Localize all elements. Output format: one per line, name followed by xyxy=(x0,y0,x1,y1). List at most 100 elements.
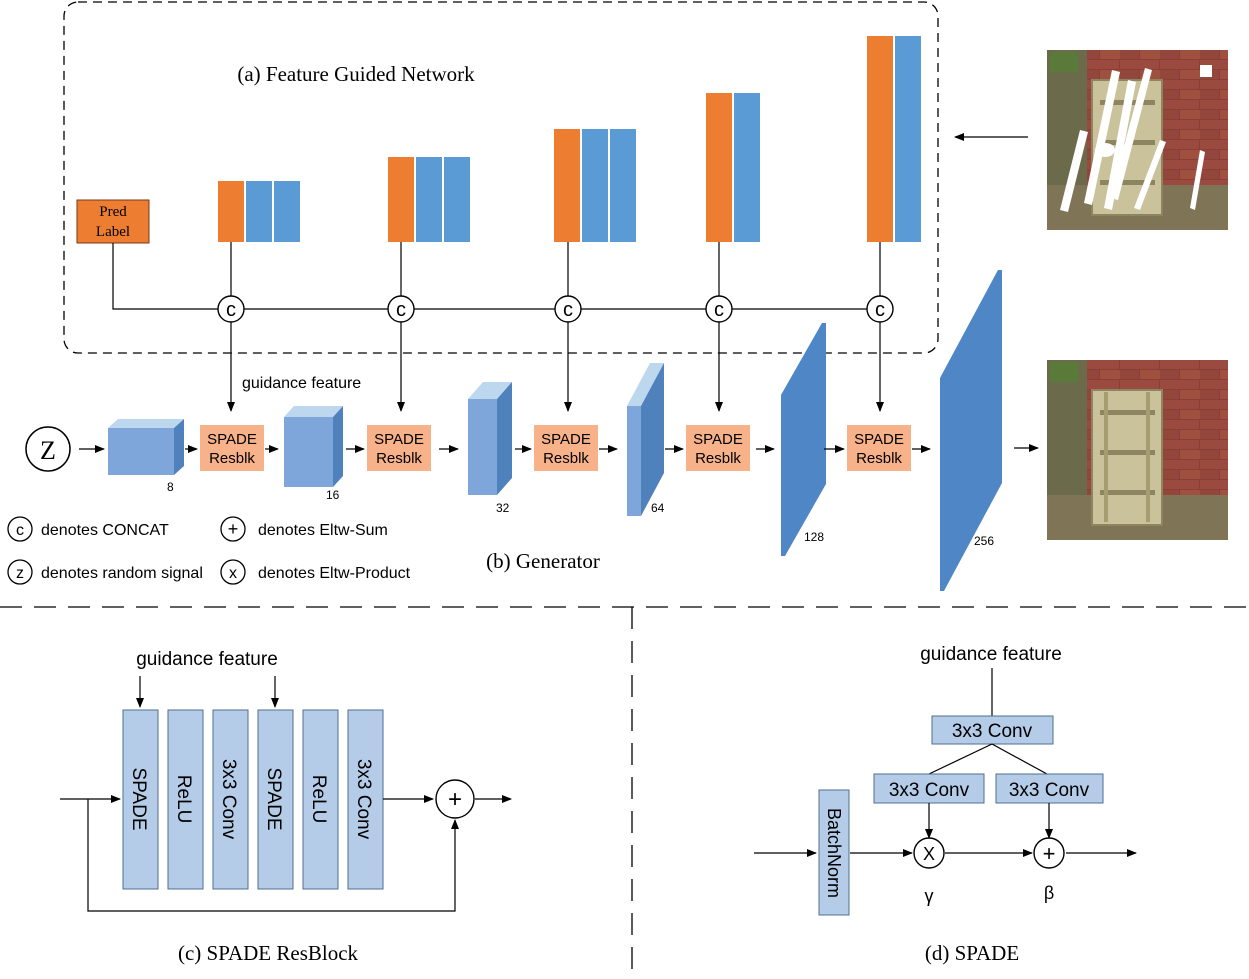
spade-resblk-1: SPADE Resblk xyxy=(200,425,264,471)
svg-text:Z: Z xyxy=(40,436,56,465)
svg-text:Resblk: Resblk xyxy=(695,450,741,467)
svg-text:3x3 Conv: 3x3 Conv xyxy=(889,780,970,801)
resblock-spade-2: SPADE xyxy=(257,709,294,890)
svg-text:ReLU: ReLU xyxy=(308,775,329,824)
legend-concat: c denotes CONCAT xyxy=(7,516,169,542)
spade-split-lines xyxy=(928,743,1048,775)
resblock-relu-2: ReLU xyxy=(302,709,339,890)
size-label-8: 8 xyxy=(167,480,174,494)
feature-plane-128 xyxy=(781,323,826,556)
feature-plane-256 xyxy=(940,270,1002,591)
feature-stack-3 xyxy=(554,129,636,242)
svg-text:c: c xyxy=(563,299,573,321)
concat-node-3: c xyxy=(554,295,582,323)
concat-wiring xyxy=(112,242,881,310)
svg-text:+: + xyxy=(228,519,239,539)
svg-text:SPADE: SPADE xyxy=(374,431,424,448)
svg-text:z: z xyxy=(16,565,24,582)
svg-text:3x3 Conv: 3x3 Conv xyxy=(1009,780,1090,801)
spade-resblk-3: SPADE Resblk xyxy=(534,425,598,471)
feature-block-32 xyxy=(468,382,512,495)
panel-d-title: (d) SPADE xyxy=(925,941,1019,965)
svg-text:denotes Eltw-Sum: denotes Eltw-Sum xyxy=(258,522,388,539)
feature-stack-4 xyxy=(706,93,760,242)
feature-cube-16 xyxy=(284,406,343,487)
feature-stack-5 xyxy=(867,36,921,242)
resblock-spade-1: SPADE xyxy=(122,709,159,890)
size-label-32: 32 xyxy=(496,501,510,515)
panel-b-title: (b) Generator xyxy=(486,549,600,573)
feature-stack-1 xyxy=(218,181,300,242)
size-label-128: 128 xyxy=(804,530,824,544)
guidance-feature-label-d: guidance feature xyxy=(920,644,1062,665)
spade-arrows-d xyxy=(754,803,1137,857)
svg-text:3x3 Conv: 3x3 Conv xyxy=(952,721,1033,742)
spade-resblk-4: SPADE Resblk xyxy=(686,425,750,471)
spade-resblk-2: SPADE Resblk xyxy=(367,425,431,471)
concat-node-2: c xyxy=(387,295,415,323)
svg-text:ReLU: ReLU xyxy=(173,775,194,824)
size-label-16: 16 xyxy=(326,488,340,502)
svg-text:x: x xyxy=(229,565,237,582)
svg-text:denotes Eltw-Product: denotes Eltw-Product xyxy=(258,565,411,582)
resblock-conv-2: 3x3 Conv xyxy=(347,709,384,890)
legend-eltw-product: x denotes Eltw-Product xyxy=(220,559,411,585)
feature-stack-2 xyxy=(388,157,470,242)
concat-node-5: c xyxy=(866,295,894,323)
legend-eltw-sum: + denotes Eltw-Sum xyxy=(220,516,388,542)
concat-node-1: c xyxy=(217,295,245,323)
svg-text:+: + xyxy=(1043,841,1056,866)
svg-text:Resblk: Resblk xyxy=(543,450,589,467)
resblock-wiring xyxy=(60,795,512,912)
z-input-node: Z xyxy=(25,426,71,472)
svg-text:denotes CONCAT: denotes CONCAT xyxy=(41,522,169,539)
resblock-sum-node: + xyxy=(435,779,475,819)
svg-text:SPADE: SPADE xyxy=(128,767,149,830)
svg-text:Resblk: Resblk xyxy=(856,450,902,467)
svg-text:+: + xyxy=(448,786,462,813)
feature-block-64 xyxy=(627,363,664,516)
eltw-product-node: X xyxy=(913,837,945,869)
svg-text:Resblk: Resblk xyxy=(209,450,255,467)
resblock-relu-1: ReLU xyxy=(167,709,204,890)
panel-c-title: (c) SPADE ResBlock xyxy=(178,941,359,965)
feature-guided-network-boundary xyxy=(63,1,939,354)
svg-text:Resblk: Resblk xyxy=(376,450,422,467)
pred-label-box xyxy=(76,199,150,244)
pred-label-line2: Label xyxy=(96,224,130,240)
feature-cube-8 xyxy=(108,419,184,475)
svg-text:X: X xyxy=(923,844,935,864)
svg-text:c: c xyxy=(714,299,724,321)
guidance-feature-label-c: guidance feature xyxy=(136,649,278,670)
size-label-256: 256 xyxy=(974,534,994,548)
gamma-conv-box: 3x3 Conv xyxy=(873,773,985,804)
beta-label: β xyxy=(1044,883,1054,903)
svg-text:SPADE: SPADE xyxy=(207,431,257,448)
svg-text:denotes random signal: denotes random signal xyxy=(41,565,203,582)
masked-input-image xyxy=(1047,50,1228,230)
top-conv-box: 3x3 Conv xyxy=(931,715,1054,745)
resblock-conv-1: 3x3 Conv xyxy=(212,709,249,890)
svg-text:c: c xyxy=(396,299,406,321)
gamma-label: γ xyxy=(925,886,934,906)
batchnorm-box: BatchNorm xyxy=(818,789,850,916)
legend-random-signal: z denotes random signal xyxy=(7,559,203,585)
svg-text:SPADE: SPADE xyxy=(693,431,743,448)
svg-text:c: c xyxy=(875,299,885,321)
eltw-sum-node: + xyxy=(1033,837,1065,869)
size-label-64: 64 xyxy=(651,501,665,515)
svg-text:3x3 Conv: 3x3 Conv xyxy=(353,759,374,840)
svg-text:SPADE: SPADE xyxy=(263,767,284,830)
svg-text:c: c xyxy=(226,299,236,321)
spade-resblk-5: SPADE Resblk xyxy=(847,425,911,471)
svg-text:c: c xyxy=(16,522,24,539)
beta-conv-box: 3x3 Conv xyxy=(995,773,1104,804)
guidance-arrows xyxy=(227,322,884,412)
completed-output-image xyxy=(1047,360,1228,540)
guidance-feature-label-b: guidance feature xyxy=(242,375,361,392)
svg-text:3x3 Conv: 3x3 Conv xyxy=(218,759,239,840)
pred-label-line1: Pred xyxy=(99,204,127,220)
svg-text:BatchNorm: BatchNorm xyxy=(824,808,844,898)
concat-node-4: c xyxy=(705,295,733,323)
